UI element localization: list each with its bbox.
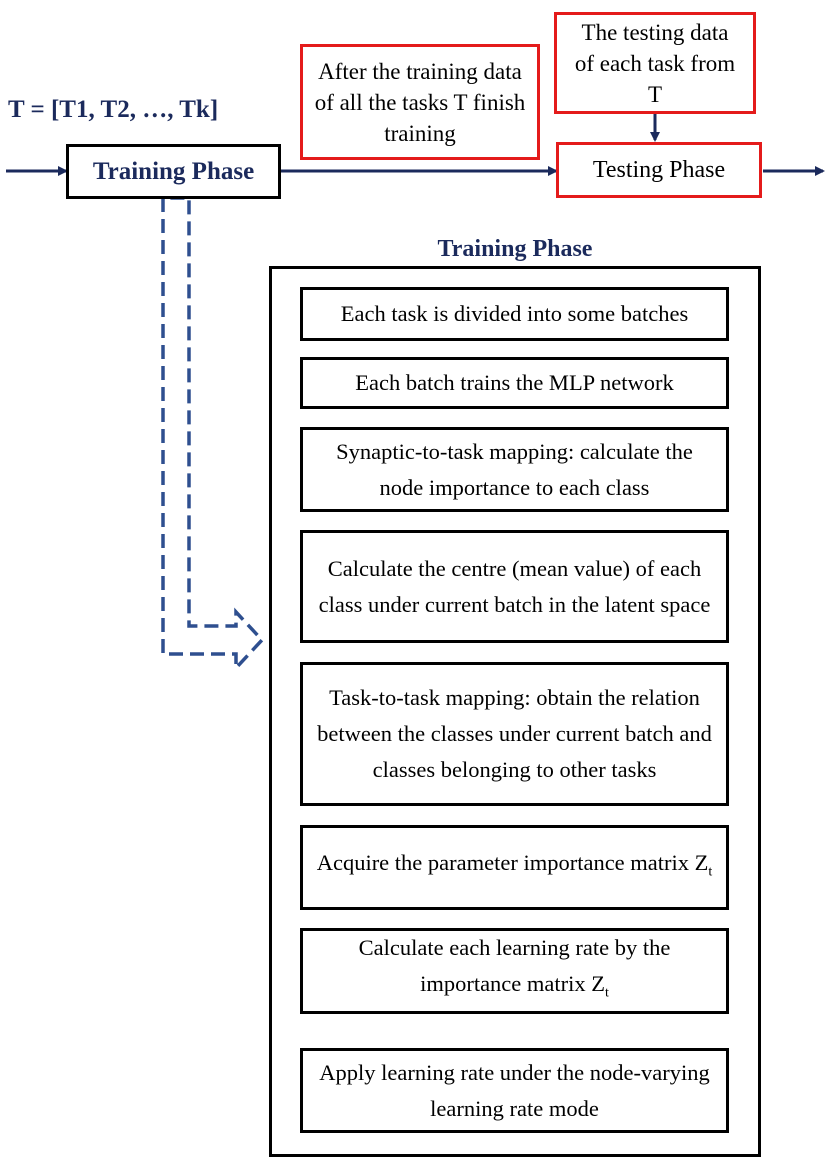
dashed-expansion-arrow xyxy=(161,196,265,673)
testing-data-text: The testing data of each task from T xyxy=(574,19,736,107)
testing-data-note: The testing data of each task from T xyxy=(554,12,756,114)
training-phase-label: Training Phase xyxy=(92,157,255,185)
after-training-note: After the training data of all the tasks… xyxy=(300,44,540,160)
testing-phase-label: Testing Phase xyxy=(592,156,726,183)
step-task-to-task: Task-to-task mapping: obtain the relatio… xyxy=(300,662,729,806)
step-synaptic-to-task: Synaptic-to-task mapping: calculate the … xyxy=(300,427,729,512)
after-training-text: After the training data of all the tasks… xyxy=(314,58,526,146)
step-learning-rate: Calculate each learning rate by the impo… xyxy=(300,928,729,1014)
step-divide-batches: Each task is divided into some batches xyxy=(300,287,729,341)
input-tasks-label: T = [T1, T2, …, Tk] xyxy=(8,96,219,123)
testing-phase-box: Testing Phase xyxy=(556,142,762,198)
step-class-centre: Calculate the centre (mean value) of eac… xyxy=(300,530,729,643)
step-apply-learning-rate: Apply learning rate under the node-varyi… xyxy=(300,1048,729,1133)
detail-panel-title: Training Phase xyxy=(437,236,593,262)
step-train-mlp: Each batch trains the MLP network xyxy=(300,357,729,409)
training-phase-box: Training Phase xyxy=(66,144,281,199)
step-importance-matrix: Acquire the parameter importance matrix … xyxy=(300,825,729,910)
